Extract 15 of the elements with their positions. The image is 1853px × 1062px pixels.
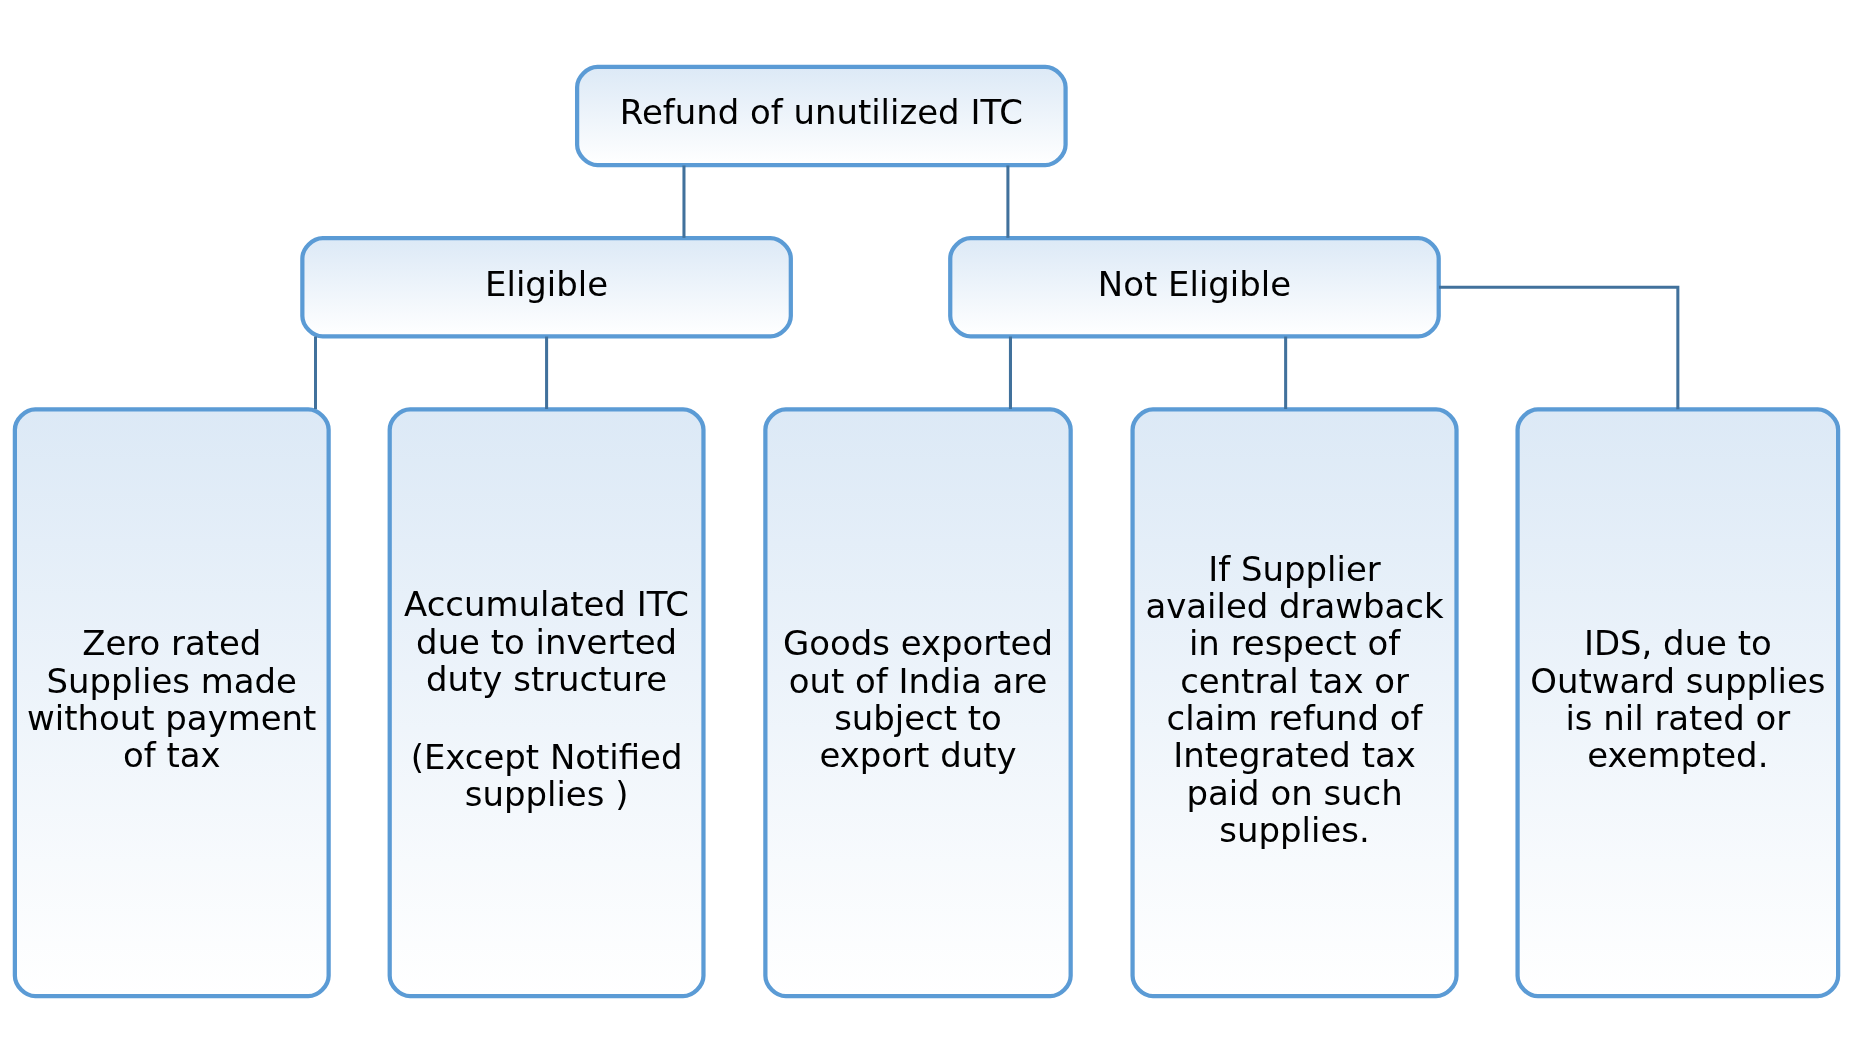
connector [682,165,686,238]
node-box: Not Eligible [948,235,1441,339]
connector [545,336,549,409]
node-box: IDS, due to Outward supplies is nil rated or exempted. [1515,406,1841,998]
connector [1006,165,1010,238]
node-box: Zero rated Supplies made without payment of tax [12,406,331,998]
node-box: If Supplier availed drawback in respect of central tax or claim refund of Integrated tax paid on such supplies. [1130,406,1459,998]
connector [1008,336,1012,409]
node-box: Eligible [300,235,793,339]
node-box: Accumulated ITC due to inverted duty structure (Except Notified supplies ) [387,406,706,998]
connector [1439,285,1680,409]
connector [313,336,318,409]
node-box: Goods exported out of India are subject to export duty [763,406,1073,998]
node-box: Refund of unutilized ITC [575,64,1068,167]
connector [1284,336,1288,409]
